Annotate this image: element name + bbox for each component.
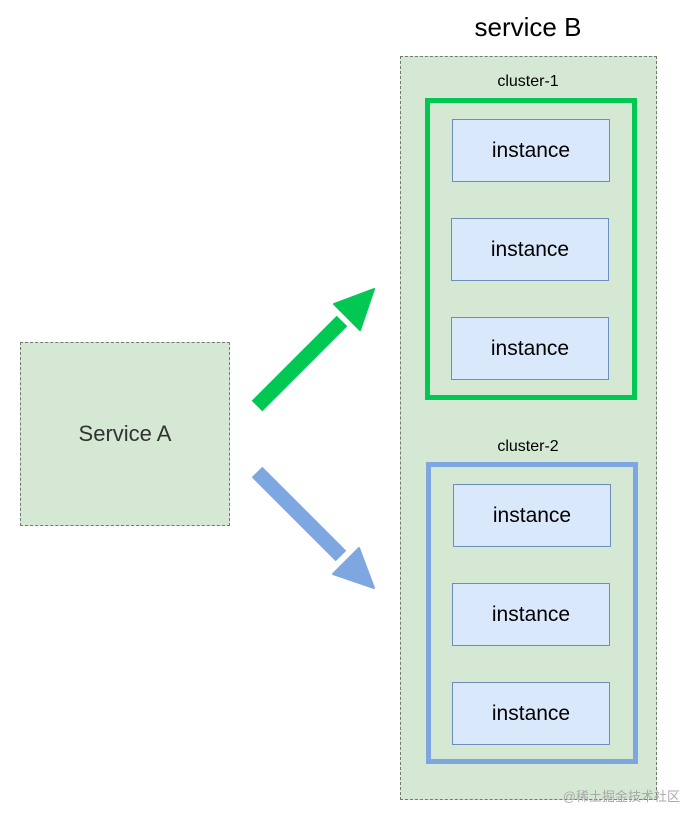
cluster-1-box <box>425 98 637 400</box>
cluster-2-label: cluster-2 <box>497 438 559 455</box>
watermark: @稀土掘金技术社区 <box>562 789 680 804</box>
arrow-to-cluster-1 <box>251 288 375 412</box>
cluster-2-instance-1: instance <box>453 484 611 547</box>
arrow-to-cluster-2 <box>251 466 375 589</box>
cluster-1-instance-2: instance <box>451 218 609 281</box>
cluster-1-instance-1: instance <box>452 119 610 182</box>
cluster-2-instance-3: instance <box>452 682 610 745</box>
cluster-2-instance-2: instance <box>452 583 610 646</box>
cluster-1-label: cluster-1 <box>497 73 559 90</box>
cluster-2-box <box>426 462 638 764</box>
cluster-1-instance-3: instance <box>451 317 609 380</box>
service-a-label: Service A <box>78 421 172 446</box>
service-b-title: service B <box>474 12 582 42</box>
service-a-node: Service A <box>20 342 230 526</box>
